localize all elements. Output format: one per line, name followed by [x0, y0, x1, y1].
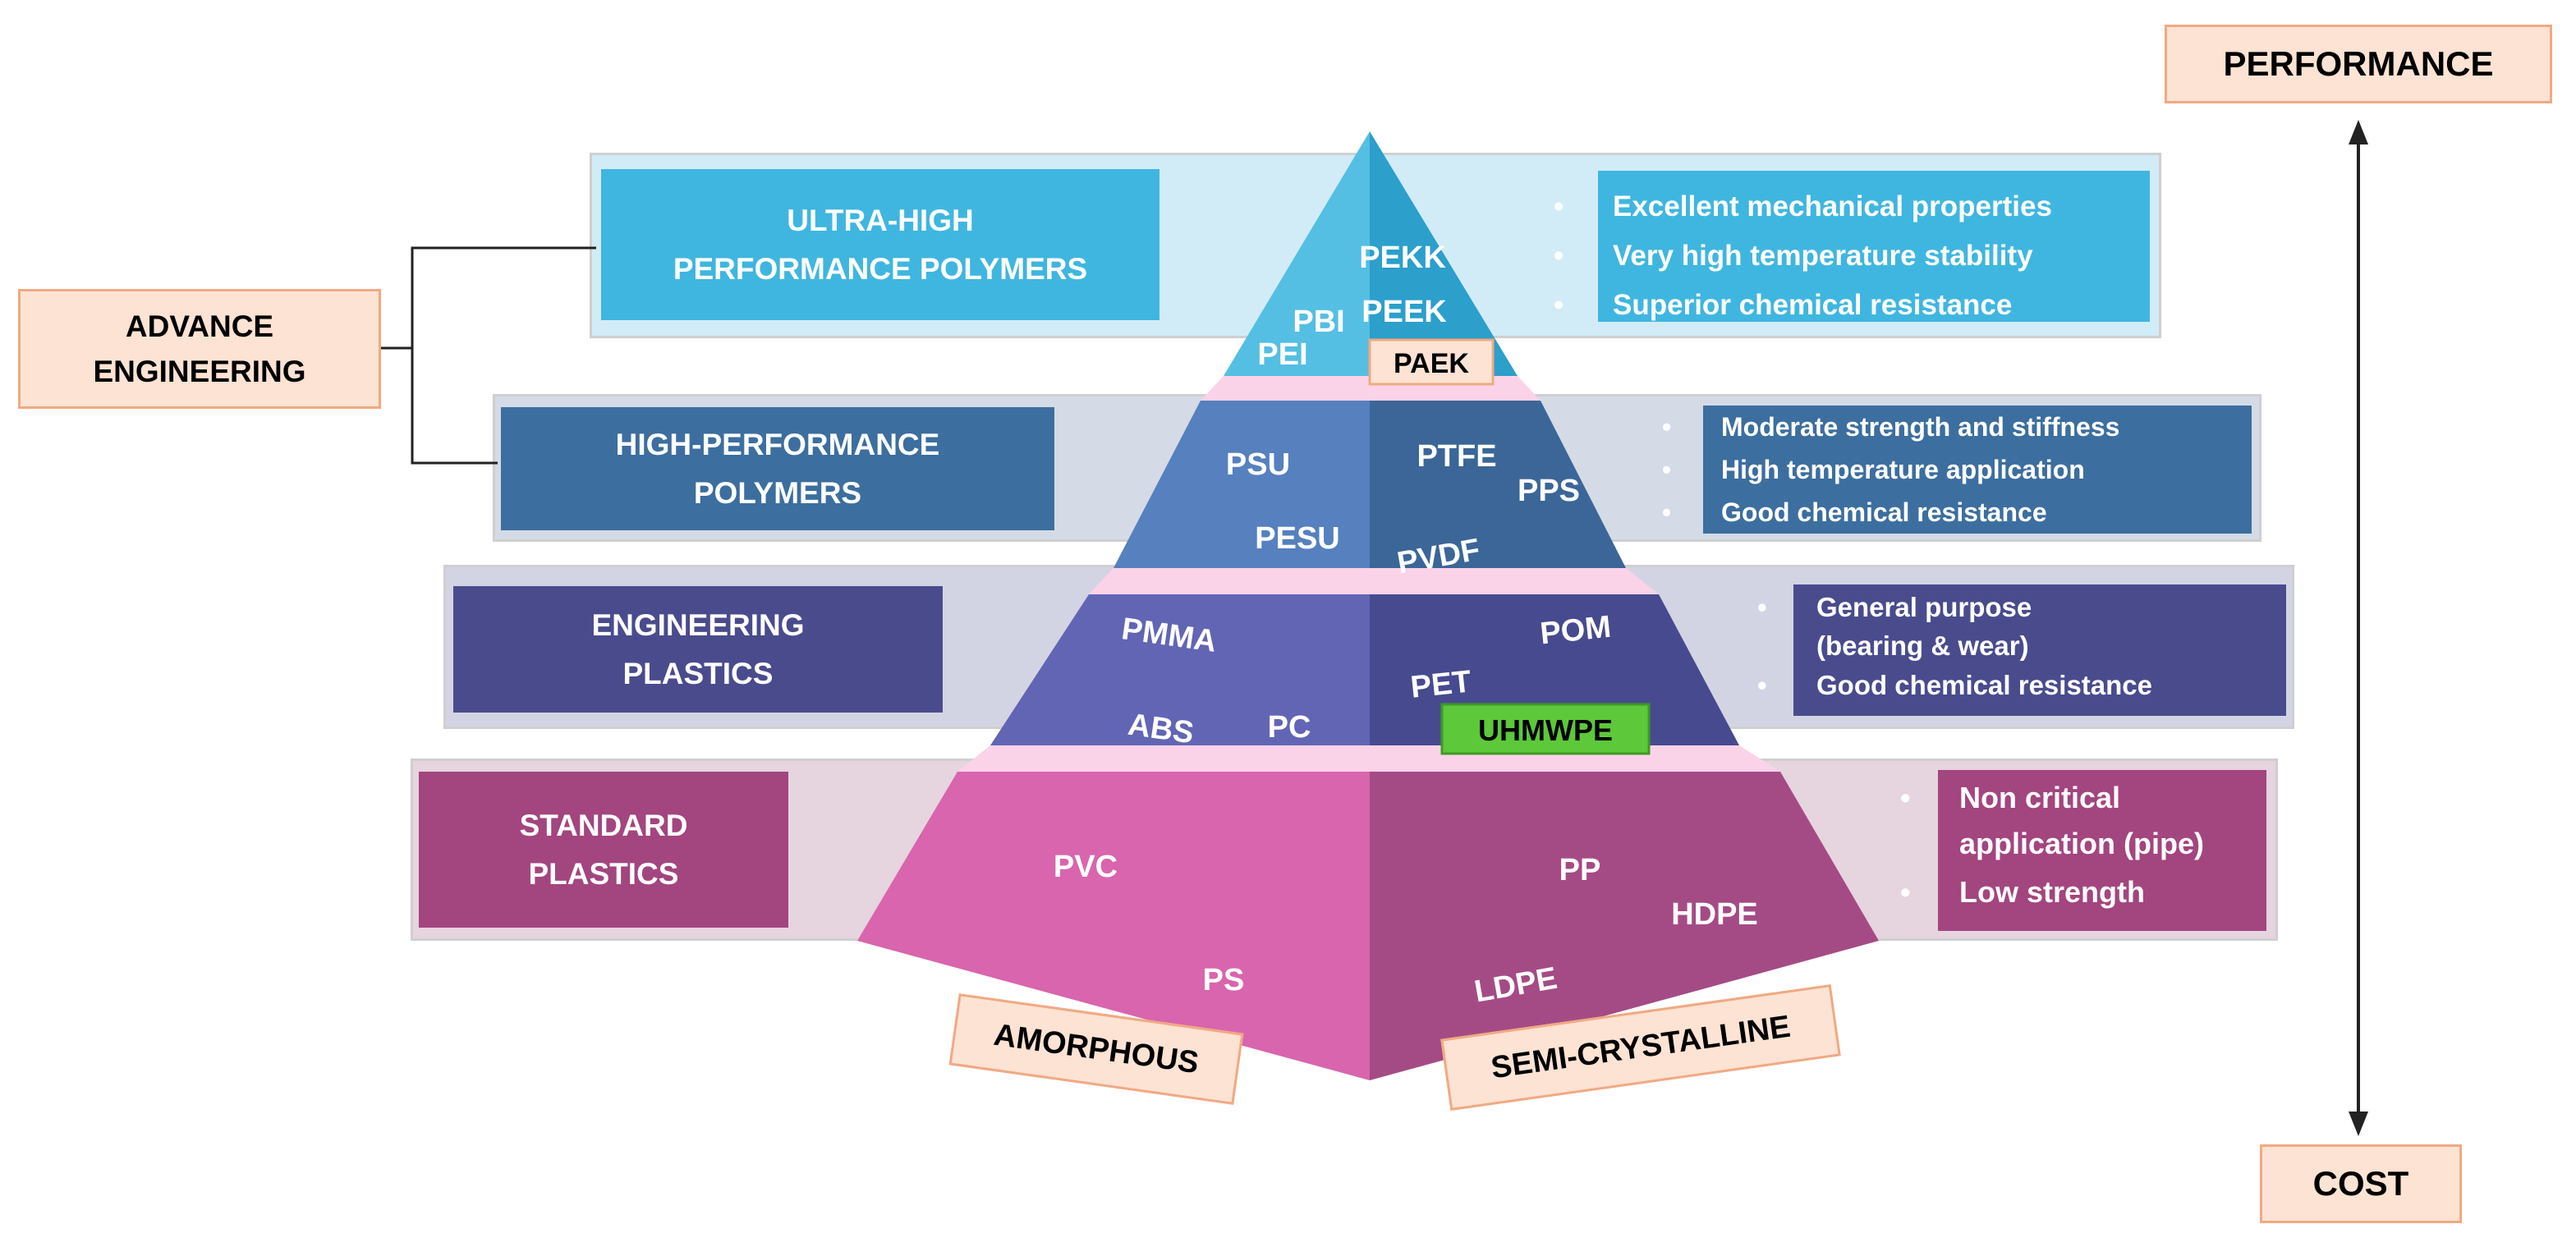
tier3-properties-box: General purpose (bearing & wear) Good ch…	[1757, 584, 2286, 716]
tier4-label: STANDARD PLASTICS	[519, 808, 688, 891]
tier1-right-face	[1370, 131, 1518, 376]
group-label: ADVANCE ENGINEERING	[93, 309, 306, 389]
group-label-box: ADVANCE ENGINEERING	[18, 289, 381, 409]
polymer-label: PP	[1559, 853, 1601, 887]
tier4-property: Non critical application (pipe)	[1900, 775, 2266, 867]
axis-top-box: PERFORMANCE	[2165, 25, 2552, 103]
tier3-left-face	[990, 594, 1370, 745]
tier2-property: High temperature application	[1662, 448, 2252, 491]
tier3-label: ENGINEERING PLASTICS	[591, 607, 805, 690]
polymer-label: PC	[1268, 710, 1311, 745]
axis-top-label: PERFORMANCE	[2223, 44, 2494, 83]
tier2-property: Good chemical resistance	[1662, 491, 2252, 534]
paek-tag: PAEK	[1394, 348, 1469, 379]
polymer-label: PEEK	[1361, 295, 1447, 329]
tier1-label-box: ULTRA-HIGH PERFORMANCE POLYMERS	[601, 169, 1159, 320]
tier1-property: Superior chemical resistance	[1554, 281, 2150, 330]
polymer-label: PEI	[1257, 337, 1307, 372]
polymer-label: PS	[1203, 963, 1245, 997]
tier1-property: Very high temperature stability	[1554, 231, 2150, 281]
arrow-up-icon	[2349, 120, 2368, 144]
separator	[1089, 568, 1659, 594]
tier1-properties-box: Excellent mechanical properties Very hig…	[1554, 171, 2150, 330]
tier1-left-face	[1224, 131, 1370, 376]
tier4-label-box: STANDARD PLASTICS	[419, 772, 788, 928]
tier3-property: General purpose (bearing & wear)	[1757, 588, 2286, 665]
tier4-properties-box: Non critical application (pipe) Low stre…	[1900, 770, 2266, 931]
tier2-label-box: HIGH-PERFORMANCE POLYMERS	[501, 407, 1054, 530]
polymer-label: PSU	[1226, 447, 1290, 482]
tier4-left-face	[857, 772, 1370, 1080]
polymer-label: PTFE	[1417, 439, 1496, 474]
bracket-line	[411, 246, 596, 465]
axis-bottom-box: COST	[2260, 1144, 2462, 1223]
arrow-down-icon	[2349, 1112, 2368, 1136]
uhmwpe-tag: UHMWPE	[1478, 713, 1613, 747]
tier1-label: ULTRA-HIGH PERFORMANCE POLYMERS	[673, 203, 1088, 286]
polymer-label: PVC	[1054, 850, 1118, 884]
polymer-label: PPS	[1518, 474, 1580, 508]
tier3-label-box: ENGINEERING PLASTICS	[453, 586, 943, 713]
separator	[957, 745, 1780, 772]
axis-bottom-label: COST	[2312, 1164, 2409, 1203]
uhmwpe-tag-box	[1440, 703, 1651, 755]
polymer-label: PET	[1409, 664, 1473, 704]
polymer-label: POM	[1539, 610, 1613, 652]
amorphous-label: AMORPHOUS	[991, 1017, 1201, 1080]
tier2-left-face	[1114, 401, 1370, 568]
paek-tag-box	[1368, 338, 1495, 386]
tier4-property: Low strength	[1900, 867, 2266, 918]
tier2-property: Moderate strength and stiffness	[1662, 406, 2252, 448]
tier3-property: Good chemical resistance	[1757, 665, 2286, 706]
tier2-label: HIGH-PERFORMANCE POLYMERS	[615, 427, 940, 510]
polymer-label: HDPE	[1671, 897, 1758, 932]
tier4-right-face	[1370, 772, 1879, 1080]
polymer-label: PBI	[1293, 305, 1344, 339]
tier2-right-face	[1370, 401, 1626, 568]
tier2-properties-box: Moderate strength and stiffness High tem…	[1662, 406, 2252, 534]
polymer-label: PEKK	[1359, 241, 1446, 275]
polymer-label: PESU	[1255, 521, 1339, 556]
tier1-property: Excellent mechanical properties	[1554, 182, 2150, 231]
